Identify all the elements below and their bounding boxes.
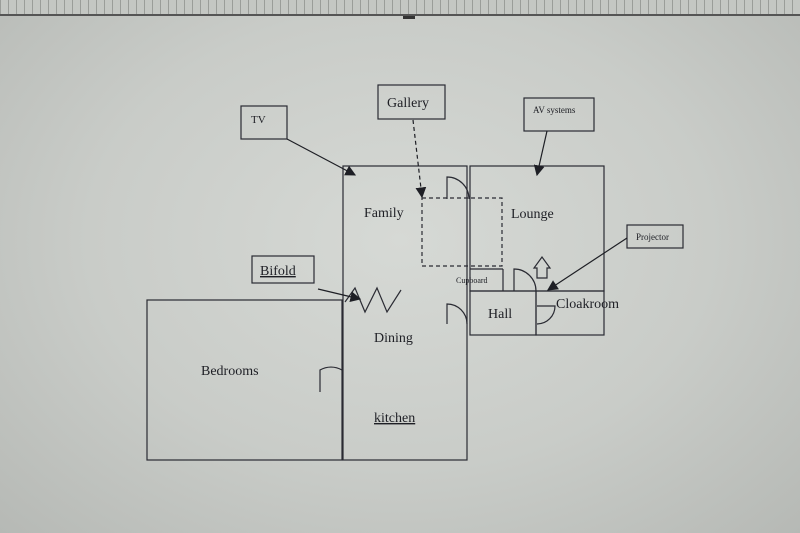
tv-leader-arrow — [286, 138, 357, 176]
room-label-bedrooms: Bedrooms — [201, 364, 259, 379]
cloakroom-room — [535, 290, 605, 336]
callout-label-projector: Projector — [636, 232, 669, 242]
bifold-door-zigzag-icon — [344, 286, 402, 314]
door-swing-icon — [513, 268, 537, 292]
callout-label-av-systems: AV systems — [533, 105, 576, 115]
door-swing-icon — [446, 303, 468, 325]
room-label-hall: Hall — [488, 307, 512, 322]
room-label-lounge: Lounge — [511, 207, 554, 222]
gallery-outline — [421, 197, 503, 267]
up-arrow-icon — [532, 255, 552, 279]
projector-leader-arrow — [546, 237, 628, 291]
av-systems-leader-arrow — [533, 130, 548, 177]
door-swing-icon — [319, 366, 343, 392]
ruler-indent-marker[interactable] — [403, 16, 415, 19]
room-label-dining: Dining — [374, 331, 413, 346]
room-label-cloakroom: Cloakroom — [556, 297, 619, 312]
tv-callout-box — [240, 105, 288, 140]
room-label-family: Family — [364, 206, 404, 221]
callout-label-gallery: Gallery — [387, 96, 429, 111]
document-ruler — [0, 0, 800, 16]
projector-callout-box — [626, 224, 684, 249]
room-label-kitchen: kitchen — [374, 411, 415, 426]
gallery-callout-box — [377, 84, 446, 120]
room-label-cupboard: Cupboard — [456, 276, 488, 285]
door-swing-icon — [536, 305, 556, 325]
bedrooms-room — [146, 299, 343, 461]
callout-label-bifold: Bifold — [260, 264, 296, 279]
family-dining-kitchen-room — [342, 165, 468, 461]
gallery-leader-arrow — [412, 119, 427, 199]
door-swing-icon — [446, 176, 470, 200]
av-systems-callout-box — [523, 97, 595, 132]
bifold-callout-box — [251, 255, 315, 284]
bifold-leader-arrow — [317, 288, 362, 303]
callout-label-tv: TV — [251, 114, 266, 126]
